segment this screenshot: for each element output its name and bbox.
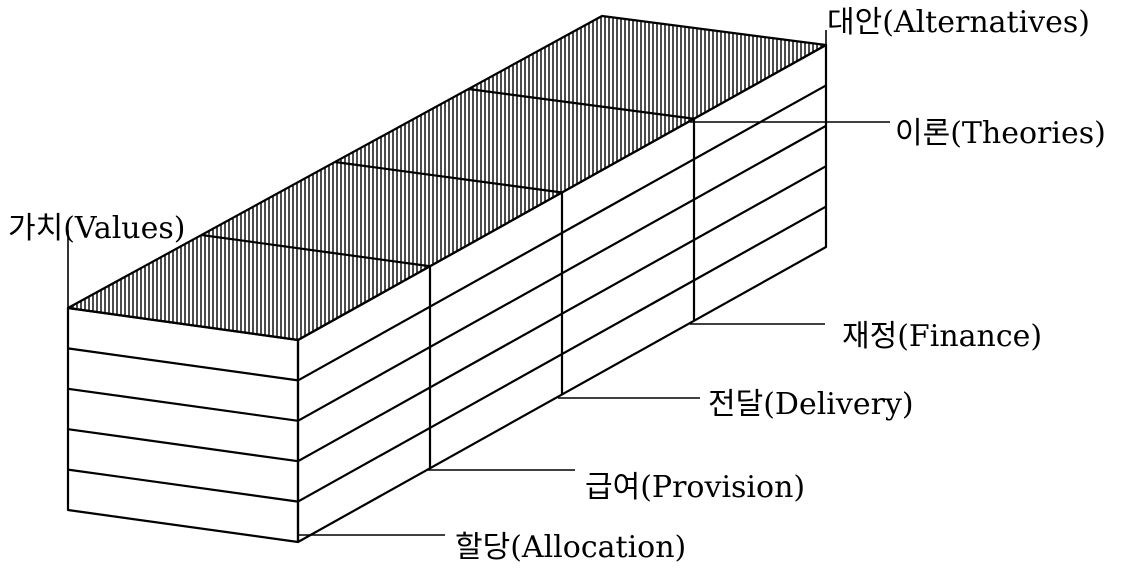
front-layer-line — [67, 387, 299, 422]
label-delivery: 전달(Delivery) — [708, 387, 914, 422]
top-section-divider — [201, 233, 431, 268]
top-section-divider — [468, 87, 695, 120]
label-finance: 재정(Finance) — [842, 319, 1043, 354]
label-theories: 이론(Theories) — [895, 116, 1106, 151]
front-layer-line — [67, 347, 299, 382]
side-face — [296, 43, 828, 544]
front-layer-line — [67, 468, 299, 503]
top-section-divider — [334, 160, 563, 194]
label-values: 가치(Values) — [8, 211, 186, 246]
label-alternatives: 대안(Alternatives) — [827, 5, 1090, 40]
front-face — [66, 306, 300, 544]
label-provision: 급여(Provision) — [585, 470, 806, 505]
front-layer-line — [67, 428, 299, 463]
label-allocation: 할당(Allocation) — [455, 530, 687, 565]
